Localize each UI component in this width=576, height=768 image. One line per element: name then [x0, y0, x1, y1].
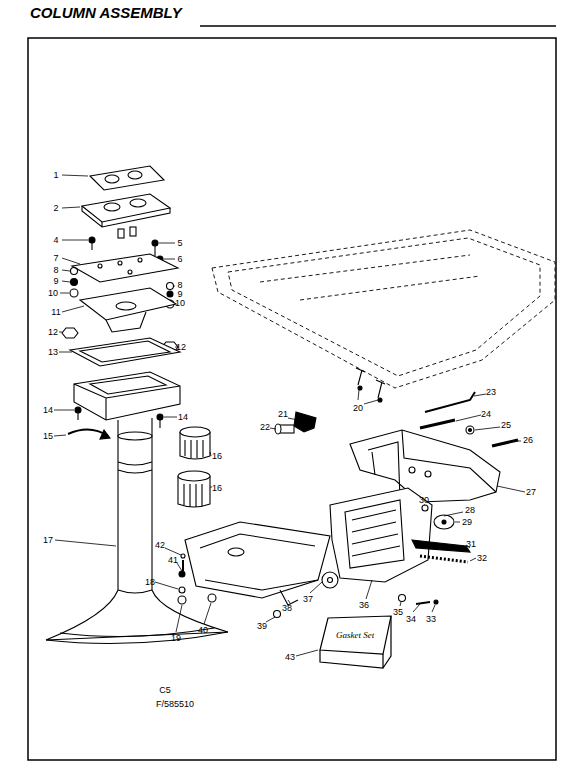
callout-number: 14 [178, 412, 188, 422]
callout-number: 13 [48, 347, 58, 357]
callout-number: 14 [43, 405, 53, 415]
callout-number: 39 [257, 621, 267, 631]
callout-number: 43 [285, 652, 295, 662]
callout-number: 24 [481, 409, 491, 419]
callout-number: 41 [168, 555, 178, 565]
callout-number: 21 [278, 409, 288, 419]
drawing-code: C5 [159, 685, 171, 695]
callout-number: 1 [53, 170, 58, 180]
callout-number: 17 [43, 535, 53, 545]
callout-number: 29 [462, 517, 472, 527]
box-outline [318, 614, 393, 670]
callout-number: 27 [526, 487, 536, 497]
callout-number: 40 [198, 625, 208, 635]
callout-number: 10 [48, 288, 58, 298]
callout-number: 19 [171, 633, 181, 643]
callout-number: 7 [53, 253, 58, 263]
callout-number: 8 [177, 280, 182, 290]
callout-number: 22 [260, 422, 270, 432]
callout-number: 9 [53, 276, 58, 286]
callout-number: 10 [175, 298, 185, 308]
callout-number: 9 [177, 289, 182, 299]
callout-number: 37 [303, 594, 313, 604]
callout-number: 15 [43, 431, 53, 441]
callout-number: 25 [501, 420, 511, 430]
callout-number: 16 [212, 451, 222, 461]
drawing-code: F/585510 [156, 699, 194, 709]
parts-box: Gasket Set [318, 614, 393, 670]
callout-number: 32 [477, 553, 487, 563]
callout-number: 34 [406, 614, 416, 624]
callout-number: 6 [177, 254, 182, 264]
callout-number: 11 [51, 307, 60, 317]
callout-number: 31 [466, 539, 476, 549]
callout-number: 4 [53, 235, 58, 245]
callout-number: 36 [359, 600, 369, 610]
diagram-title: COLUMN ASSEMBLY [30, 4, 182, 21]
callout-number: 23 [486, 387, 496, 397]
callout-number: 2 [53, 203, 58, 213]
callout-number: 8 [53, 265, 58, 275]
callout-number: 28 [465, 505, 475, 515]
callout-number: 42 [155, 540, 165, 550]
callout-number: 38 [282, 603, 292, 613]
box-label: Gasket Set [318, 630, 393, 640]
callout-number: 5 [177, 238, 182, 248]
callout-number: 33 [426, 614, 436, 624]
callout-number: 35 [393, 607, 403, 617]
callout-number: 26 [523, 435, 533, 445]
callout-number: 18 [145, 577, 155, 587]
callout-number: 20 [353, 403, 363, 413]
callout-number: 30 [419, 495, 429, 505]
callout-number: 12 [48, 327, 58, 337]
callout-number: 12 [176, 342, 186, 352]
callout-number: 16 [212, 483, 222, 493]
